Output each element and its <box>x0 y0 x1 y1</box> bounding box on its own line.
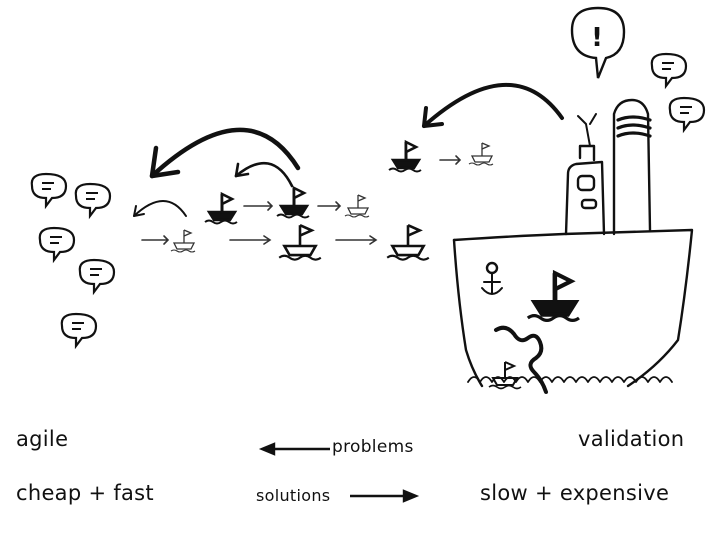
small-boat-icon <box>344 194 370 218</box>
right-arrow-icon <box>350 489 420 503</box>
big-ship-icon <box>452 98 694 394</box>
small-boat-icon <box>468 142 494 166</box>
solutions-label: solutions <box>256 486 331 505</box>
speech-bubble-icon <box>38 226 76 262</box>
small-boat-icon <box>275 186 311 219</box>
small-boat-icon <box>387 140 423 173</box>
slow-expensive-label: slow + expensive <box>480 481 670 505</box>
validation-label: validation <box>578 427 685 451</box>
speech-bubble-icon <box>60 312 98 348</box>
left-arrow-icon <box>258 442 330 456</box>
small-boat-icon <box>203 192 239 225</box>
boat-icon-on-ship <box>528 273 579 320</box>
big-curved-arrow-icon <box>133 83 564 217</box>
sketch-illustration: ! <box>30 6 706 394</box>
cheap-fast-label: cheap + fast <box>16 481 154 505</box>
boat-icon-ship-bottom <box>488 361 522 390</box>
flow-arrow-icon <box>141 155 462 245</box>
speech-bubble-icon <box>668 96 706 132</box>
small-boat-icon <box>170 229 196 253</box>
legend-arrows <box>258 442 420 503</box>
exclamation-bubble-icon: ! <box>570 6 626 79</box>
speech-bubble-icon <box>30 172 68 208</box>
problems-label: problems <box>332 437 414 457</box>
speech-bubble-icon <box>78 258 116 294</box>
small-boat-icon <box>385 223 431 261</box>
speech-bubble-icon <box>74 182 112 218</box>
exclamation-mark: ! <box>591 23 603 53</box>
speech-bubble-icon <box>650 52 688 88</box>
agile-label: agile <box>16 427 69 451</box>
small-boat-icon <box>277 223 323 261</box>
